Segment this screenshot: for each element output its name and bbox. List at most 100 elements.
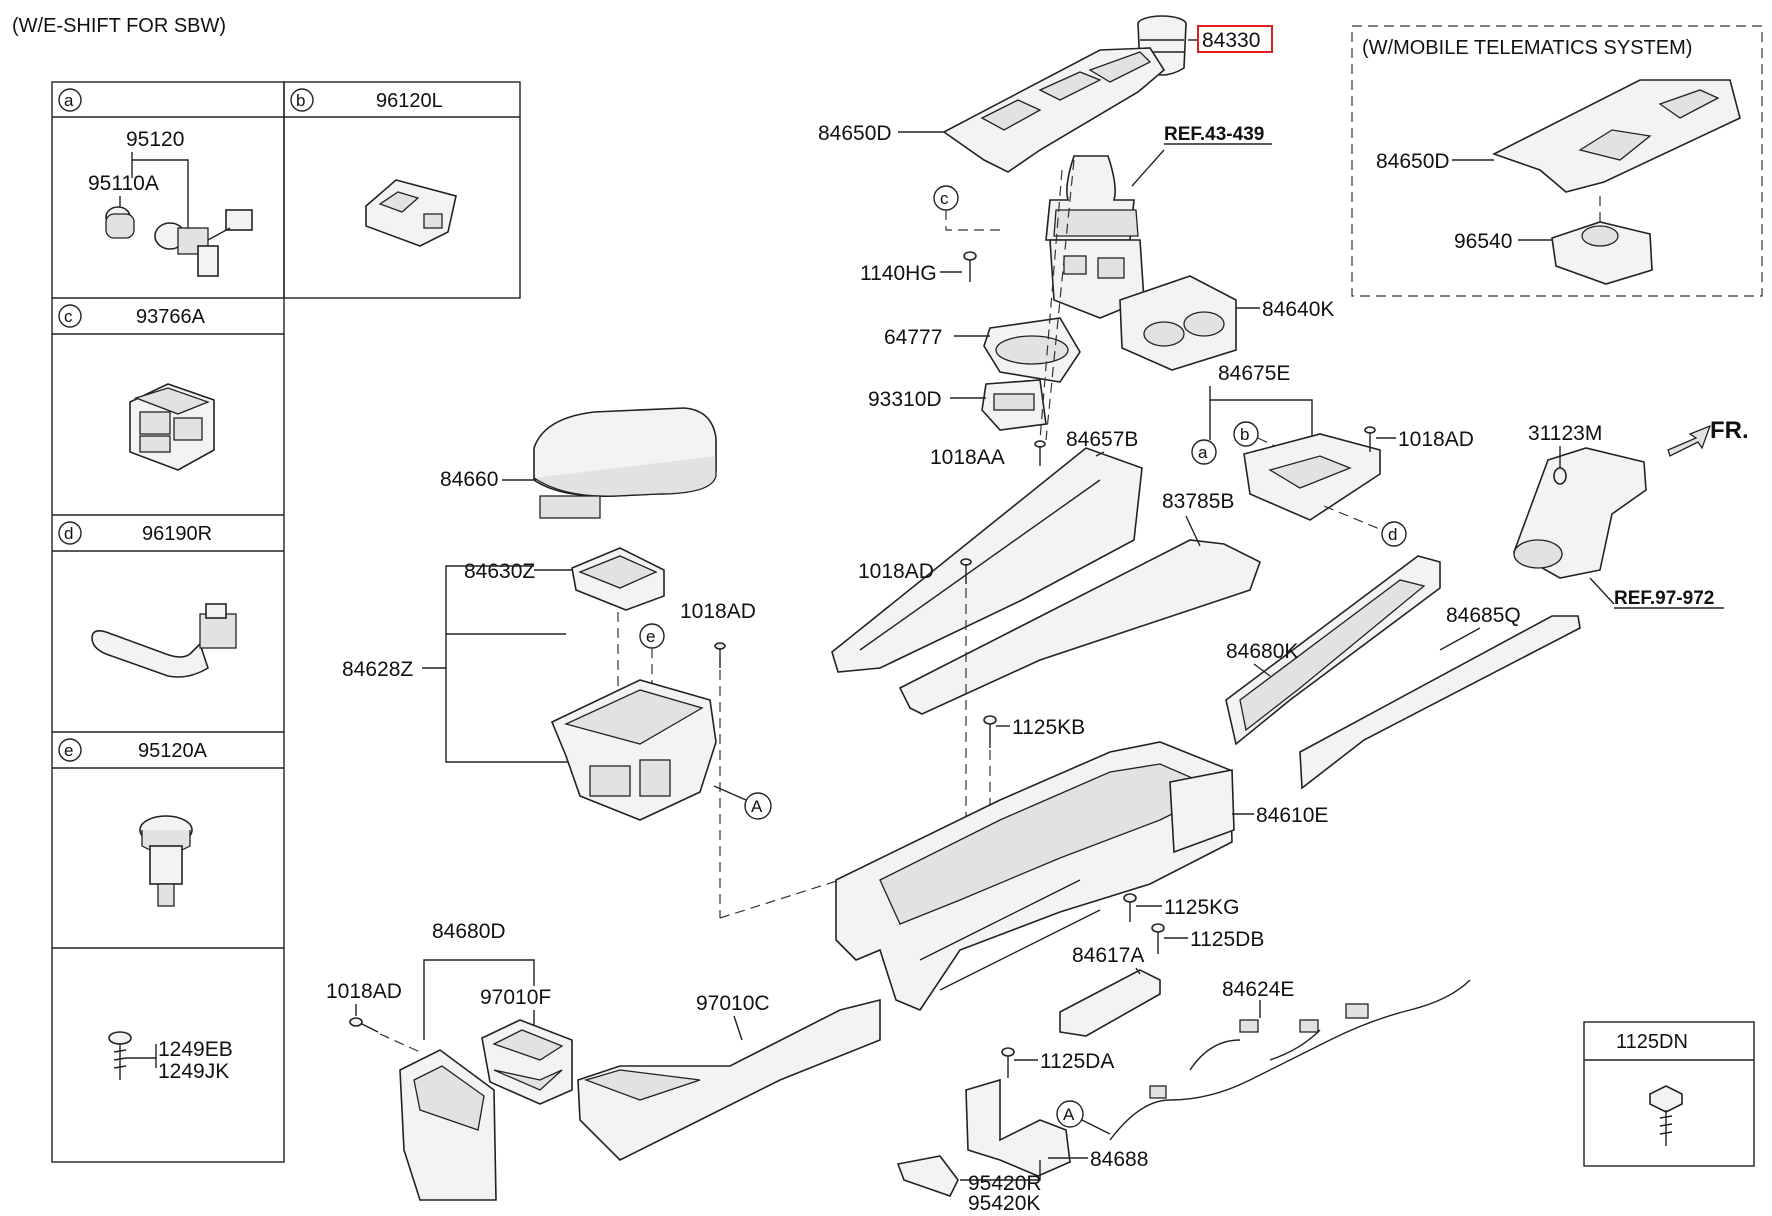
legend-cell-a: a 95120 95110A xyxy=(58,88,253,277)
aux-cable-icon xyxy=(91,603,237,678)
shift-lever-assembly xyxy=(1045,155,1145,319)
label-95420K: 95420K xyxy=(968,1192,1040,1211)
screw-1018AD-left xyxy=(960,558,972,584)
label-84330: 84330 xyxy=(1202,29,1260,52)
legend-cell-b: b 96120L xyxy=(290,88,457,247)
legend-cell-d: d 96190R xyxy=(58,521,237,678)
legend-a-letter: a xyxy=(64,91,74,110)
legend-b-letter: b xyxy=(296,91,305,110)
label-1018AD-left: 1018AD xyxy=(858,560,934,583)
label-1125DA: 1125DA xyxy=(1040,1050,1114,1073)
legend-cell-e: e 95120A xyxy=(58,738,208,907)
legend-a-part-95120: 95120 xyxy=(126,128,184,151)
switch-block-icon xyxy=(129,383,215,471)
screw-1018AA xyxy=(1034,440,1046,466)
svg-text:a: a xyxy=(1198,443,1208,462)
legend-e-title: 95120A xyxy=(138,740,208,762)
legend-d-letter: d xyxy=(64,524,73,543)
label-84610E: 84610E xyxy=(1256,804,1328,827)
tray-84630Z xyxy=(571,547,665,611)
label-97010F: 97010F xyxy=(480,986,551,1009)
label-1125DB: 1125DB xyxy=(1190,928,1264,951)
usb-port-icon xyxy=(365,179,457,247)
legend-c-title: 93766A xyxy=(136,306,206,328)
legend-b-title: 96120L xyxy=(376,90,443,112)
lighter-socket-icon xyxy=(105,206,253,277)
ref-97-972: REF.97-972 xyxy=(1614,588,1714,609)
callout-A-bottom: A xyxy=(1056,1100,1084,1128)
legend-table xyxy=(51,81,521,1163)
label-84660: 84660 xyxy=(440,468,498,491)
legend-e-letter: e xyxy=(64,741,73,760)
cup-holder-64777 xyxy=(983,317,1081,383)
label-84657B: 84657B xyxy=(1066,428,1138,451)
label-1018AD-mid: 1018AD xyxy=(680,600,756,623)
label-84680K: 84680K xyxy=(1226,640,1298,663)
callout-d: d xyxy=(1381,521,1407,547)
inset-label-96540: 96540 xyxy=(1454,230,1512,253)
inset-label-84650D: 84650D xyxy=(1376,150,1450,173)
diagram-title: (W/E-SHIFT FOR SBW) xyxy=(12,15,226,37)
label-97010C: 97010C xyxy=(696,992,770,1015)
label-84628Z: 84628Z xyxy=(342,658,413,681)
legend-c-letter: c xyxy=(64,307,73,326)
label-84685Q: 84685Q xyxy=(1446,604,1521,627)
bracket-84617A xyxy=(1059,969,1161,1037)
label-31123M: 31123M xyxy=(1528,422,1602,445)
label-84617A: 84617A xyxy=(1072,944,1144,967)
screw-1018AD-top xyxy=(1364,426,1376,452)
wiring-harness-84624E xyxy=(1109,979,1471,1141)
fastener-box-1125DN: 1125DN xyxy=(1583,1021,1755,1167)
storage-bin-84628Z xyxy=(550,679,717,821)
label-84650D: 84650D xyxy=(818,122,892,145)
screw-1125DA xyxy=(1001,1047,1015,1078)
front-direction-indicator: FR. xyxy=(1667,417,1749,457)
screw-icon xyxy=(108,1031,132,1080)
label-84675E: 84675E xyxy=(1218,362,1290,385)
label-84688: 84688 xyxy=(1090,1148,1148,1171)
inset-console-trim xyxy=(1491,79,1741,193)
legend-cell-c: c 93766A xyxy=(58,304,215,471)
bracket-95420 xyxy=(896,1155,959,1197)
screw-1018AD-mid xyxy=(714,642,726,668)
label-95420R: 95420R xyxy=(968,1172,1042,1195)
label-1125DN: 1125DN xyxy=(1616,1031,1688,1053)
screw-1140HG xyxy=(963,251,977,282)
panel-84680D xyxy=(399,1049,497,1201)
vent-97010F xyxy=(481,1019,573,1105)
label-84624E: 84624E xyxy=(1222,978,1294,1001)
grille-84680K xyxy=(1225,555,1441,746)
legend-d-title: 96190R xyxy=(142,523,212,545)
inset-controller-module xyxy=(1551,196,1653,285)
label-84680D: 84680D xyxy=(432,920,506,943)
label-1018AA: 1018AA xyxy=(930,446,1005,469)
bin-84640K xyxy=(1119,275,1237,371)
screw-1125KG xyxy=(1123,893,1137,922)
callout-e: e xyxy=(639,623,665,649)
screw-1018AD-bottom xyxy=(349,1017,379,1033)
label-1018AD-top: 1018AD xyxy=(1398,428,1474,451)
ref-43-439: REF.43-439 xyxy=(1164,124,1264,145)
side-trim-84685Q xyxy=(1299,615,1581,790)
svg-text:b: b xyxy=(1240,425,1249,444)
label-84640K: 84640K xyxy=(1262,298,1334,321)
main-console-84610E xyxy=(835,741,1235,1011)
label-1125KB: 1125KB xyxy=(1012,716,1085,739)
callout-b: b xyxy=(1233,421,1259,447)
legend-screw-1249EB: 1249EB xyxy=(158,1038,233,1061)
front-label: FR. xyxy=(1710,417,1749,444)
screw-1125DB xyxy=(1151,923,1165,954)
svg-text:A: A xyxy=(1063,1105,1075,1124)
label-64777: 64777 xyxy=(884,326,942,349)
label-1125KG: 1125KG xyxy=(1164,896,1240,919)
inset-telematics: (W/MOBILE TELEMATICS SYSTEM) 84650D 9654… xyxy=(1351,25,1763,297)
duct-97010C xyxy=(577,998,881,1161)
label-1018AD-bottom: 1018AD xyxy=(326,980,402,1003)
side-trim-83785B xyxy=(898,539,1261,715)
svg-text:c: c xyxy=(940,189,949,208)
svg-text:A: A xyxy=(751,797,763,816)
bracket-84688 xyxy=(965,1078,1071,1177)
callout-A-mid: A xyxy=(744,792,772,820)
label-84630Z: 84630Z xyxy=(464,560,535,583)
